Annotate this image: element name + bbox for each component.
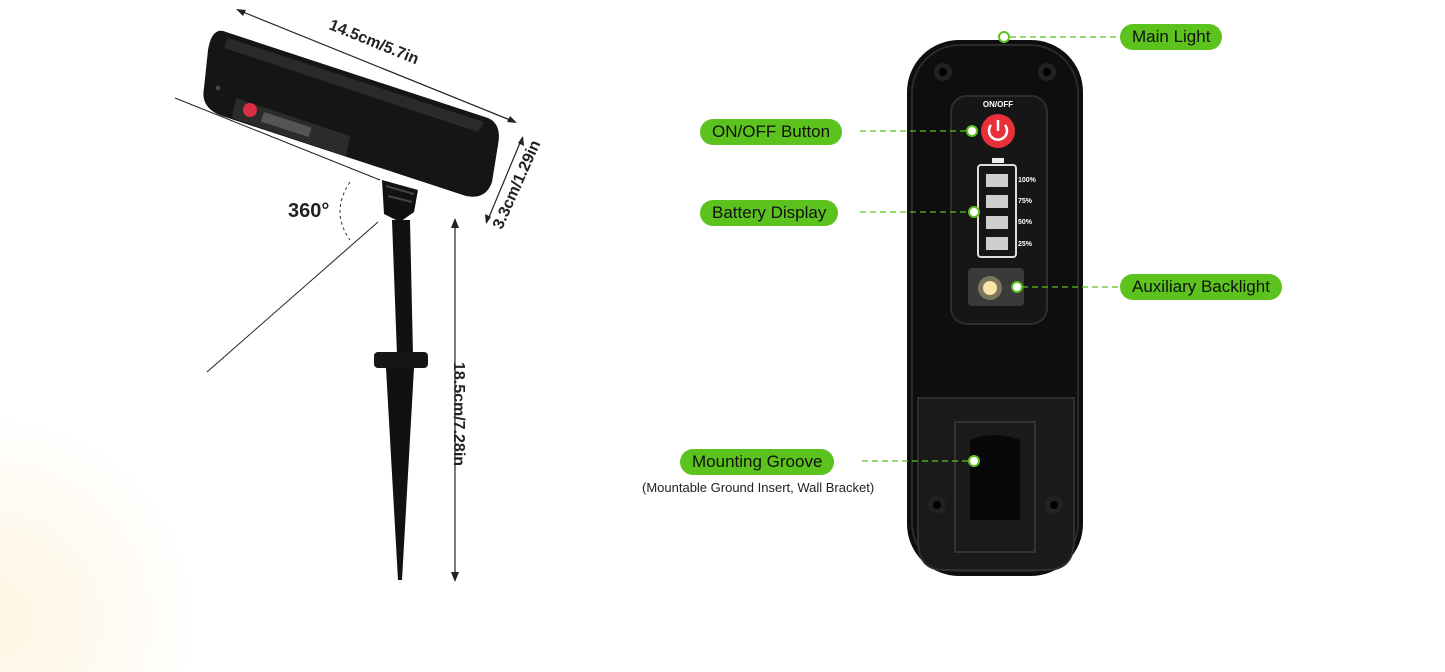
length-dimension-line: [237, 9, 516, 123]
rotation-guide-bottom: [206, 221, 379, 373]
battery-display-label: Battery Display: [700, 200, 839, 226]
swivel-joint: [382, 180, 418, 222]
rotation-label: 360°: [288, 200, 330, 222]
side-view-illustration: [174, 9, 524, 582]
height-dimension-line: [486, 137, 523, 223]
ground-stake: [374, 220, 428, 580]
battery-level-50: 50%: [1018, 219, 1033, 226]
light-body: [203, 30, 499, 197]
battery-level-100: 100%: [1018, 177, 1037, 184]
mounting-groove-note: (Mountable Ground Insert, Wall Bracket): [642, 480, 875, 495]
auxiliary-backlight-label: Auxiliary Backlight: [1120, 274, 1282, 300]
on-off-button-label: ON/OFF Button: [700, 119, 843, 145]
rotation-guide-top: [174, 97, 381, 181]
battery-level-75: 75%: [1018, 198, 1033, 205]
rotation-arc: [339, 181, 351, 241]
battery-level-25: 25%: [1018, 241, 1033, 248]
front-view-illustration: ON/OFF 100% 75% 50% 25%: [860, 31, 1120, 576]
battery-cap: [992, 158, 1004, 163]
mounting-groove-label: Mounting Groove: [680, 449, 835, 475]
main-light-label: Main Light: [1120, 24, 1223, 50]
on-off-caption: ON/OFF: [983, 100, 1013, 109]
control-panel: [950, 95, 1048, 325]
